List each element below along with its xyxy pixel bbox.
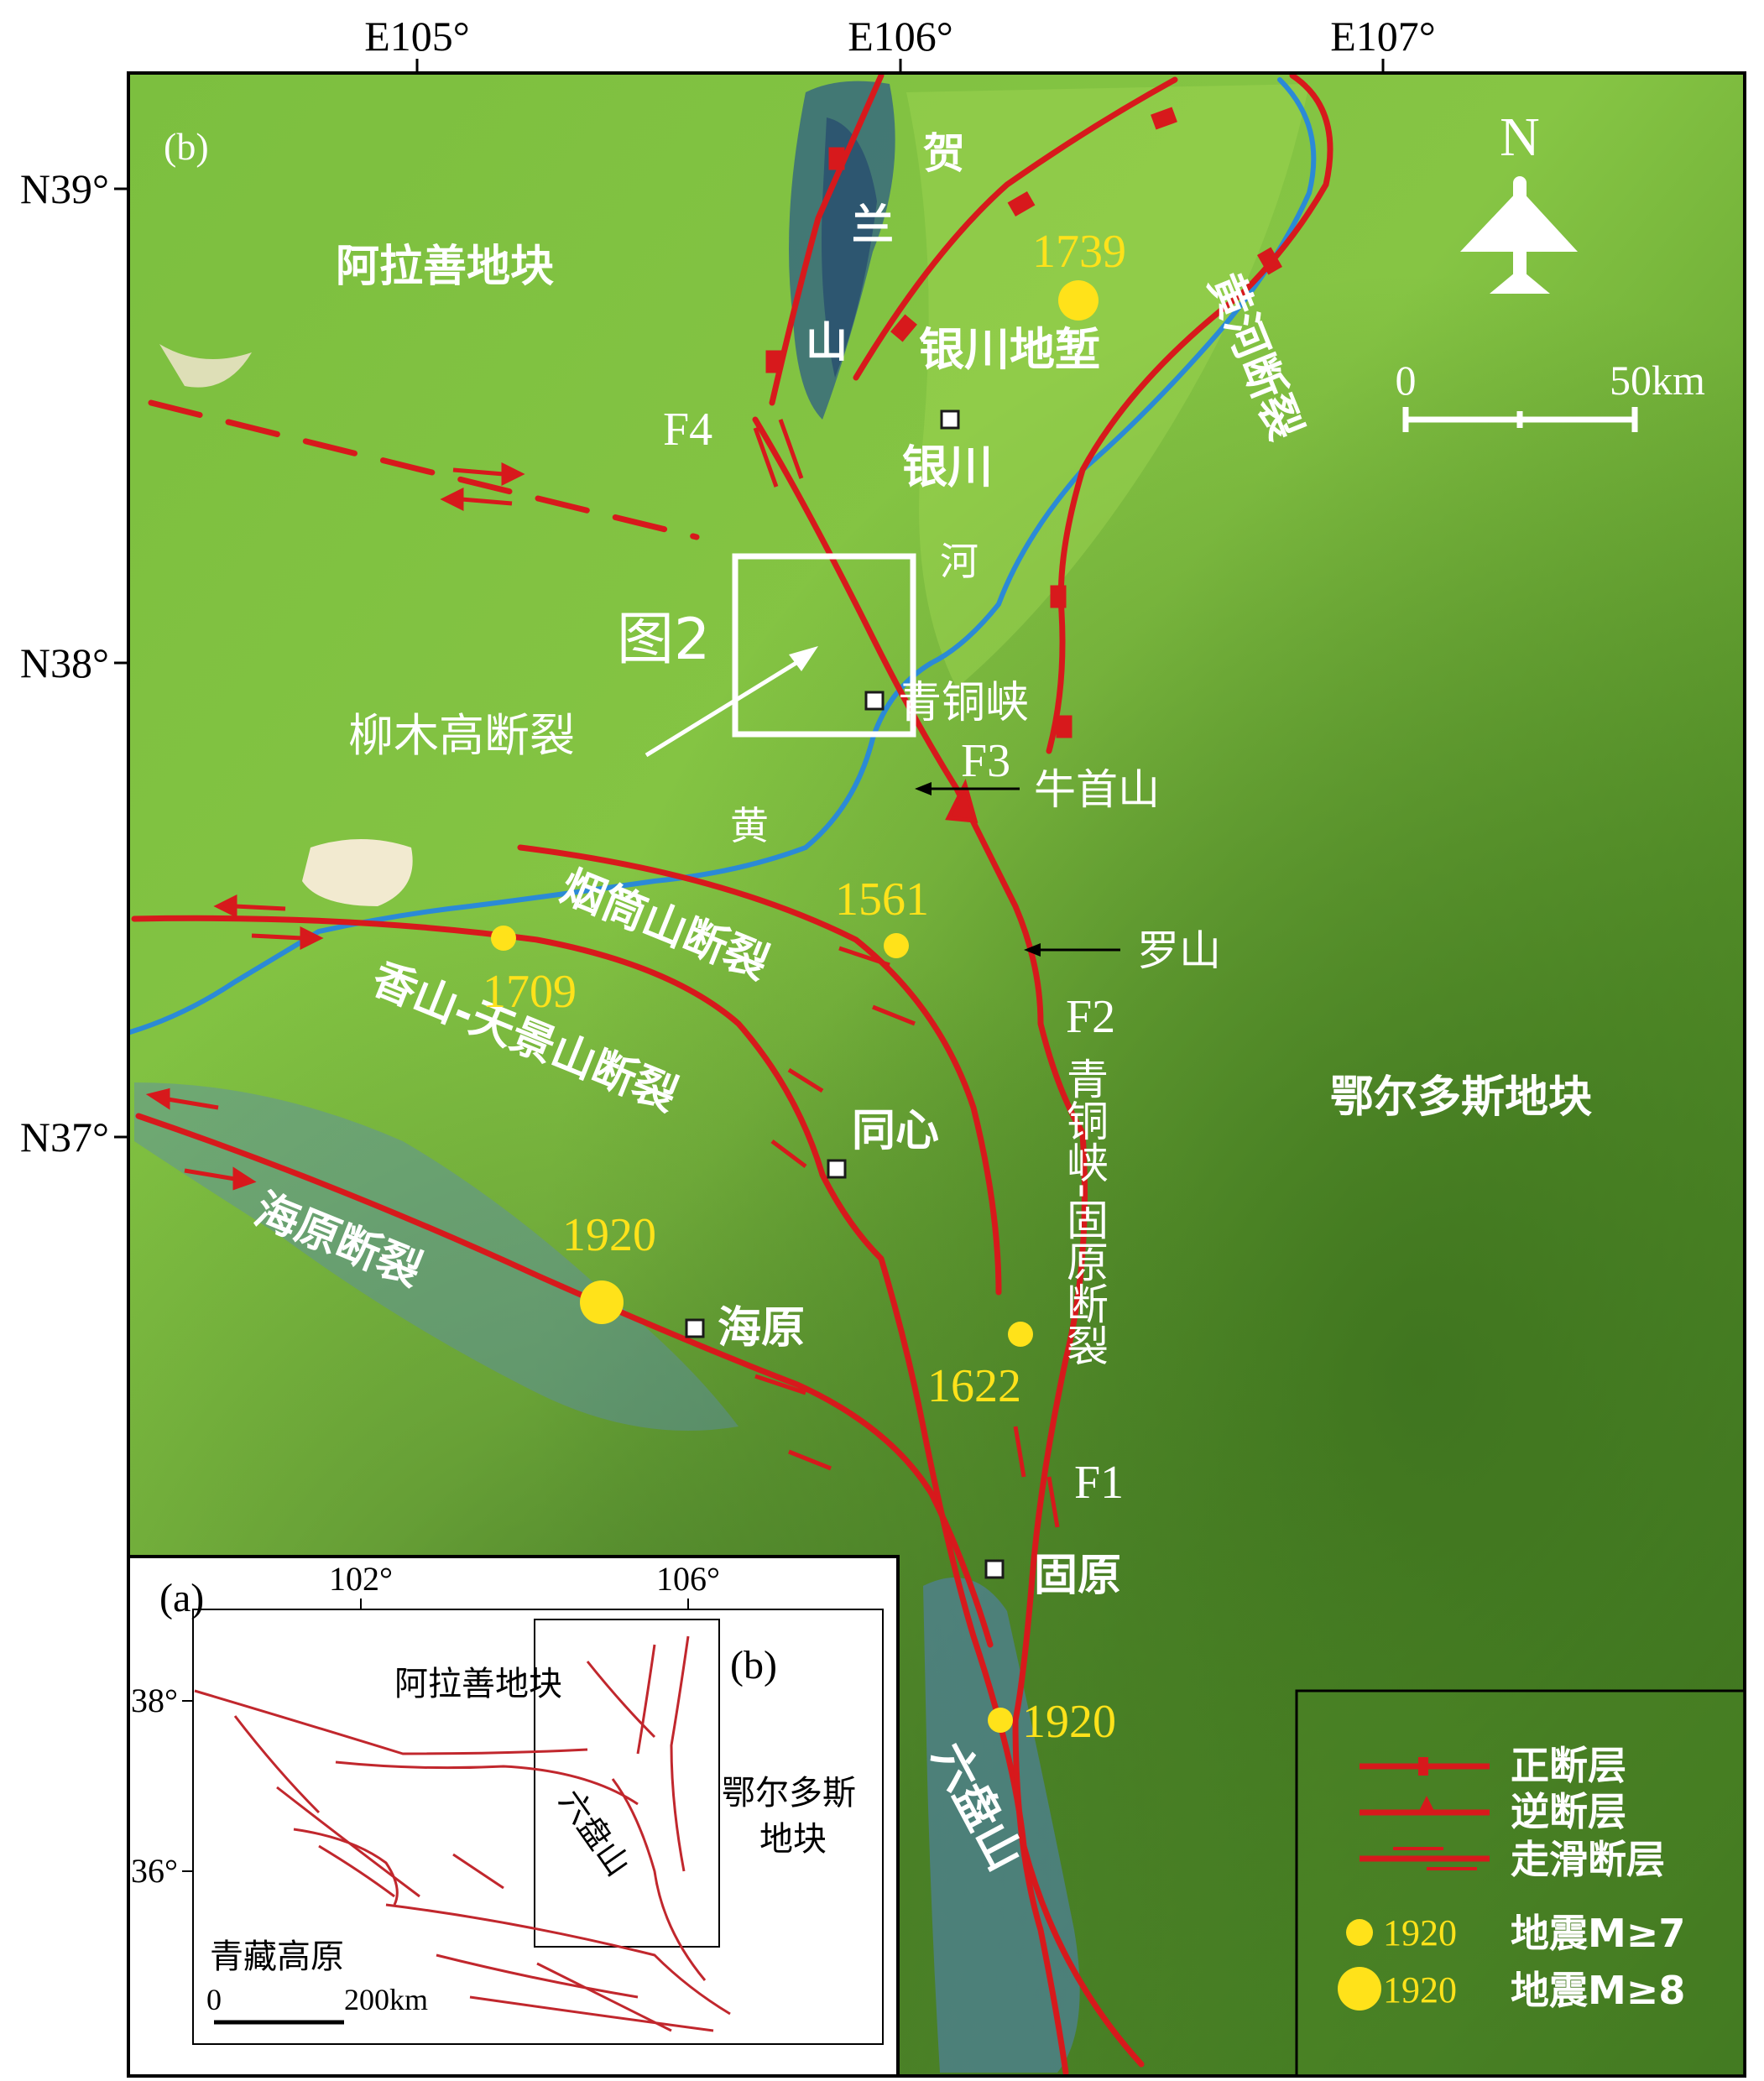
- legend-reverse-fault: 逆断层: [1511, 1789, 1626, 1834]
- quake-1739-marker: [1058, 280, 1099, 321]
- inset-faults: [194, 1635, 731, 2032]
- quake-1920-guyuan-marker: [988, 1708, 1013, 1733]
- main-panel-label: (b): [164, 125, 209, 168]
- lon-tick-106: E106°: [848, 13, 953, 60]
- quake-1622-marker: [1008, 1322, 1033, 1347]
- scale-end-label: 50km: [1610, 357, 1705, 404]
- fault-code-f3: F3: [961, 735, 1010, 787]
- fault-code-f2: F2: [1066, 991, 1115, 1043]
- inset-region-tibet: 青藏高原: [210, 1938, 344, 1976]
- city-guyuan: 固原: [1034, 1551, 1121, 1601]
- quake-1920-haiyuan-label: 1920: [562, 1209, 656, 1261]
- city-markers: [685, 409, 1005, 1579]
- tongxin-marker: [827, 1159, 847, 1179]
- lat-tick-37: N37°: [20, 1114, 109, 1160]
- terrain-background: [128, 73, 1745, 2076]
- legend-strike-slip: 走滑断层: [1511, 1837, 1665, 1882]
- city-haiyuan: 海原: [718, 1303, 805, 1353]
- haiyuan-marker: [685, 1318, 705, 1338]
- legend-quake-m8-year: 1920: [1383, 1969, 1457, 2011]
- region-alxa: 阿拉善地块: [336, 242, 554, 292]
- mountain-niushou: 牛首山: [1034, 765, 1160, 814]
- qingtongxia-marker: [864, 691, 885, 711]
- pointer-arrows: [645, 646, 1120, 957]
- city-tongxin: 同心: [852, 1106, 939, 1156]
- inset-region-alxa: 阿拉善地块: [394, 1665, 562, 1703]
- fault-ornaments: [145, 107, 1282, 1528]
- legend-quake-m8: 地震M≥8: [1511, 1968, 1685, 2013]
- scale-start-label: 0: [1396, 357, 1417, 404]
- inset-panel-label: (a): [159, 1576, 204, 1620]
- guyuan-marker: [984, 1559, 1005, 1579]
- helan-char-1: 贺: [923, 129, 965, 178]
- inset-lat-36: 36°: [131, 1852, 178, 1890]
- map-frame: [114, 59, 1746, 2078]
- quake-1920-guyuan-label: 1920: [1022, 1696, 1116, 1748]
- helan-char-3: 山: [806, 318, 848, 367]
- earthquake-markers: [491, 280, 1099, 1733]
- lat-tick-39: N39°: [20, 165, 109, 212]
- inset-scale-end: 200km: [344, 1983, 428, 2016]
- north-arrow-icon: [1460, 176, 1578, 294]
- region-ordos: 鄂尔多斯地块: [1330, 1072, 1592, 1123]
- quake-1709-label: 1709: [483, 966, 577, 1018]
- inset-study-box: [534, 1619, 720, 1948]
- river-he: 河: [940, 539, 979, 584]
- inset-box-label: (b): [730, 1643, 777, 1687]
- quake-1739-label: 1739: [1032, 226, 1126, 278]
- quake-1920-haiyuan-marker: [580, 1280, 624, 1324]
- mountain-luo: 罗山: [1137, 926, 1221, 975]
- fault-code-f4: F4: [663, 404, 712, 456]
- city-qingtongxia: 青铜峡: [898, 678, 1029, 728]
- study-box-label: 图2: [617, 607, 710, 673]
- fault-code-f1: F1: [1074, 1457, 1124, 1509]
- quake-1561-label: 1561: [835, 874, 929, 926]
- inset-lon-102: 102°: [329, 1560, 393, 1598]
- yellow-river: [128, 77, 1317, 1035]
- study-area-box: [732, 553, 916, 738]
- quake-1622-label: 1622: [927, 1360, 1021, 1412]
- helan-char-2: 兰: [852, 201, 894, 249]
- city-yinchuan: 银川: [902, 441, 993, 493]
- inset-lon-106: 106°: [656, 1560, 720, 1598]
- legend: [1295, 1689, 1746, 2078]
- quake-1561-marker: [884, 933, 909, 958]
- inset-scale-start: 0: [206, 1983, 222, 2016]
- lat-tick-38: N38°: [20, 639, 109, 686]
- inset-map: [127, 1555, 900, 2078]
- inset-region-ordos-1: 鄂尔多斯: [722, 1774, 856, 1812]
- fault-liumugao: 柳木高断裂: [348, 709, 575, 762]
- lon-tick-105: E105°: [364, 13, 470, 60]
- faults: [131, 72, 1333, 2076]
- fault-qtx-guyuan: 青铜峡-固原断裂: [1060, 1057, 1109, 1366]
- north-label: N: [1500, 107, 1540, 168]
- river-huang: 黄: [730, 803, 769, 848]
- inset-region-ordos-2: 地块: [759, 1820, 827, 1859]
- legend-normal-fault: 正断层: [1511, 1743, 1626, 1788]
- yinchuan-marker: [940, 409, 960, 430]
- legend-quake-m7: 地震M≥7: [1511, 1911, 1685, 1956]
- quake-1709-marker: [491, 926, 516, 951]
- legend-quake-m7-year: 1920: [1383, 1912, 1457, 1953]
- inset-lat-38: 38°: [131, 1682, 178, 1719]
- region-yinchuan-graben: 银川地堑: [919, 323, 1100, 376]
- lon-tick-107: E107°: [1330, 13, 1436, 60]
- main-scale-bar: [1402, 407, 1638, 432]
